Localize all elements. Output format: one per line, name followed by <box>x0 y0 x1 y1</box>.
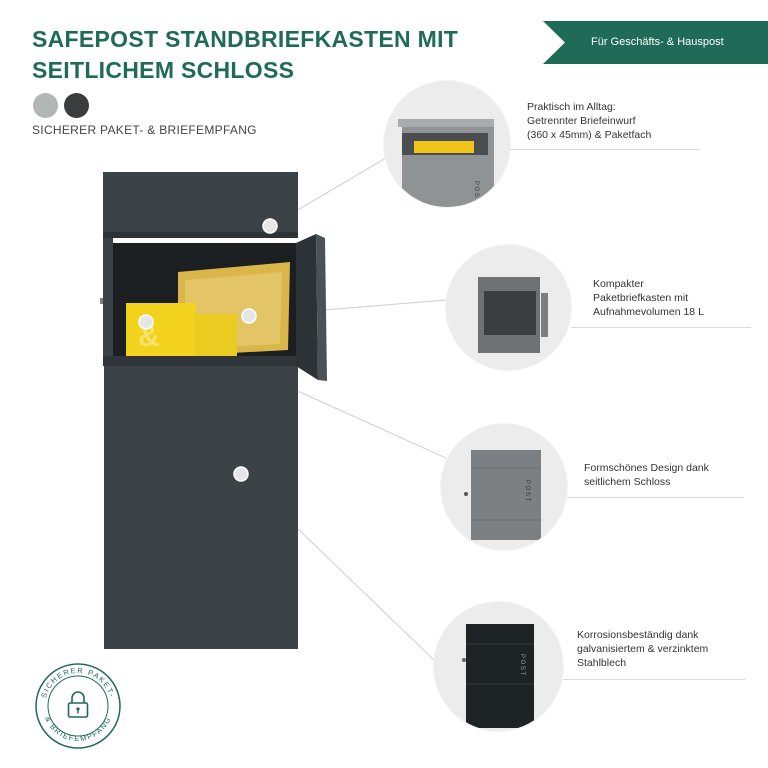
feature-text-1: Praktisch im Alltag: Getrennter Briefein… <box>527 101 652 141</box>
svg-text:P O S T: P O S T <box>473 181 479 202</box>
feature-text-3: Formschönes Design dank seitlichem Schlo… <box>584 462 709 488</box>
page-subtitle: SICHERER PAKET- & BRIEFEMPFANG <box>32 123 257 137</box>
mailbox-body <box>100 172 327 649</box>
feature-text-4: Korrosionsbeständig dank galvanisiertem … <box>577 629 709 669</box>
feature-zoom-steel-body[interactable]: P O S T <box>434 602 563 731</box>
feature-zoom-parcel-compartment[interactable] <box>446 245 571 370</box>
hotspot-2[interactable] <box>241 308 257 324</box>
hotspot-1[interactable] <box>262 218 278 234</box>
parcel-compartment-detail <box>478 277 548 353</box>
color-swatch-silver[interactable] <box>33 93 58 118</box>
hotspot-dots <box>138 218 278 482</box>
color-swatch-anthracite[interactable] <box>64 93 89 118</box>
page-title-line1: SAFEPOST STANDBRIEFKASTEN MIT <box>32 26 459 52</box>
security-seal-badge: SICHERER PAKET- & BRIEFEMPFANG <box>35 663 121 749</box>
feature-zoom-letter-slot[interactable]: P O S T <box>384 81 510 207</box>
svg-text:& BRIEFEMPFANG: & BRIEFEMPFANG <box>43 715 113 743</box>
feature-text-2: Kompakter Paketbriefkasten mit Aufnahmev… <box>593 278 704 318</box>
category-banner: Für Geschäfts- & Hauspost <box>543 21 768 64</box>
svg-text:P O S T: P O S T <box>524 480 530 501</box>
page-title: SAFEPOST STANDBRIEFKASTEN MIT SEITLICHEM… <box>32 24 472 86</box>
feature-divider-4 <box>563 679 745 680</box>
feature-zoom-side-lock[interactable]: P O S T <box>441 424 567 550</box>
feature-divider-1 <box>510 149 700 150</box>
hotspot-3[interactable] <box>138 314 154 330</box>
steel-body-detail: P O S T <box>462 624 534 728</box>
page-title-line2: SEITLICHEM SCHLOSS <box>32 57 295 83</box>
parcel-contents: & <box>126 262 290 356</box>
letter-slot-detail: P O S T <box>398 119 494 207</box>
banner-label: Für Geschäfts- & Hauspost <box>591 36 724 48</box>
side-lock-detail: P O S T <box>464 450 541 540</box>
banner-ribbon-shape <box>543 21 768 64</box>
feature-divider-2 <box>571 327 751 328</box>
feature-divider-3 <box>567 497 744 498</box>
svg-text:P O S T: P O S T <box>519 654 525 675</box>
hotspot-4[interactable] <box>233 466 249 482</box>
lock-icon <box>67 691 89 718</box>
